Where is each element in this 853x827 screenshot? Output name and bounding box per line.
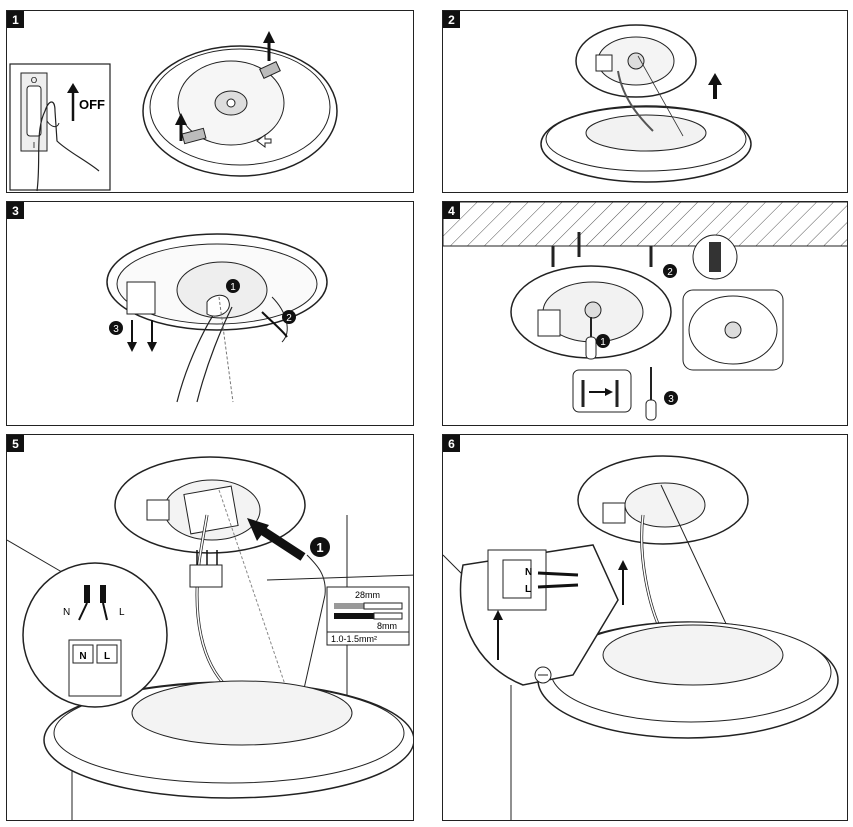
step-5-illustration: 1 N L N L 28mm 8mm 1.0-1.5mm²: [7, 456, 413, 820]
step-4-illustration: 1 2 3: [443, 202, 847, 421]
step-number: 4: [443, 202, 460, 219]
callout-3: 3: [113, 324, 119, 335]
step-2-panel: 2: [442, 10, 848, 193]
step-number: 3: [7, 202, 24, 219]
step-number: 2: [443, 11, 460, 28]
terminal-n: N: [79, 651, 86, 662]
wire-size: 1.0-1.5mm²: [331, 634, 377, 644]
step-5-panel: 5 1 N: [6, 434, 414, 821]
step-3-illustration: 1 2 3: [106, 233, 328, 403]
callout-1: 1: [230, 282, 236, 293]
off-label: OFF: [79, 97, 105, 112]
callout-2: 2: [286, 313, 292, 324]
switch-bottom-mark: I: [33, 141, 35, 150]
step-1-illustration: O I OFF: [9, 31, 338, 192]
callout-3: 3: [668, 394, 674, 405]
step-1-panel: 1 O I OFF: [6, 10, 414, 193]
callout-1: 1: [316, 540, 323, 555]
step-4-panel: 4 1: [442, 201, 848, 426]
step-number: 6: [443, 435, 460, 452]
step-2-illustration: [540, 24, 752, 183]
step-6-panel: 6 N L: [442, 434, 848, 821]
step-number: 1: [7, 11, 24, 28]
callout-2: 2: [667, 267, 673, 278]
step-number: 5: [7, 435, 24, 452]
live-label: L: [119, 607, 125, 618]
switch-top-mark: O: [31, 76, 37, 85]
terminal-n: N: [525, 567, 532, 578]
callout-1: 1: [600, 337, 606, 348]
terminal-l: L: [525, 584, 531, 595]
step-6-illustration: N L: [443, 455, 839, 820]
step-3-panel: 3 1 2 3: [6, 201, 414, 426]
strip-outer-length: 28mm: [355, 590, 380, 600]
strip-inner-length: 8mm: [377, 621, 397, 631]
neutral-label: N: [63, 607, 70, 618]
terminal-l: L: [104, 651, 110, 662]
